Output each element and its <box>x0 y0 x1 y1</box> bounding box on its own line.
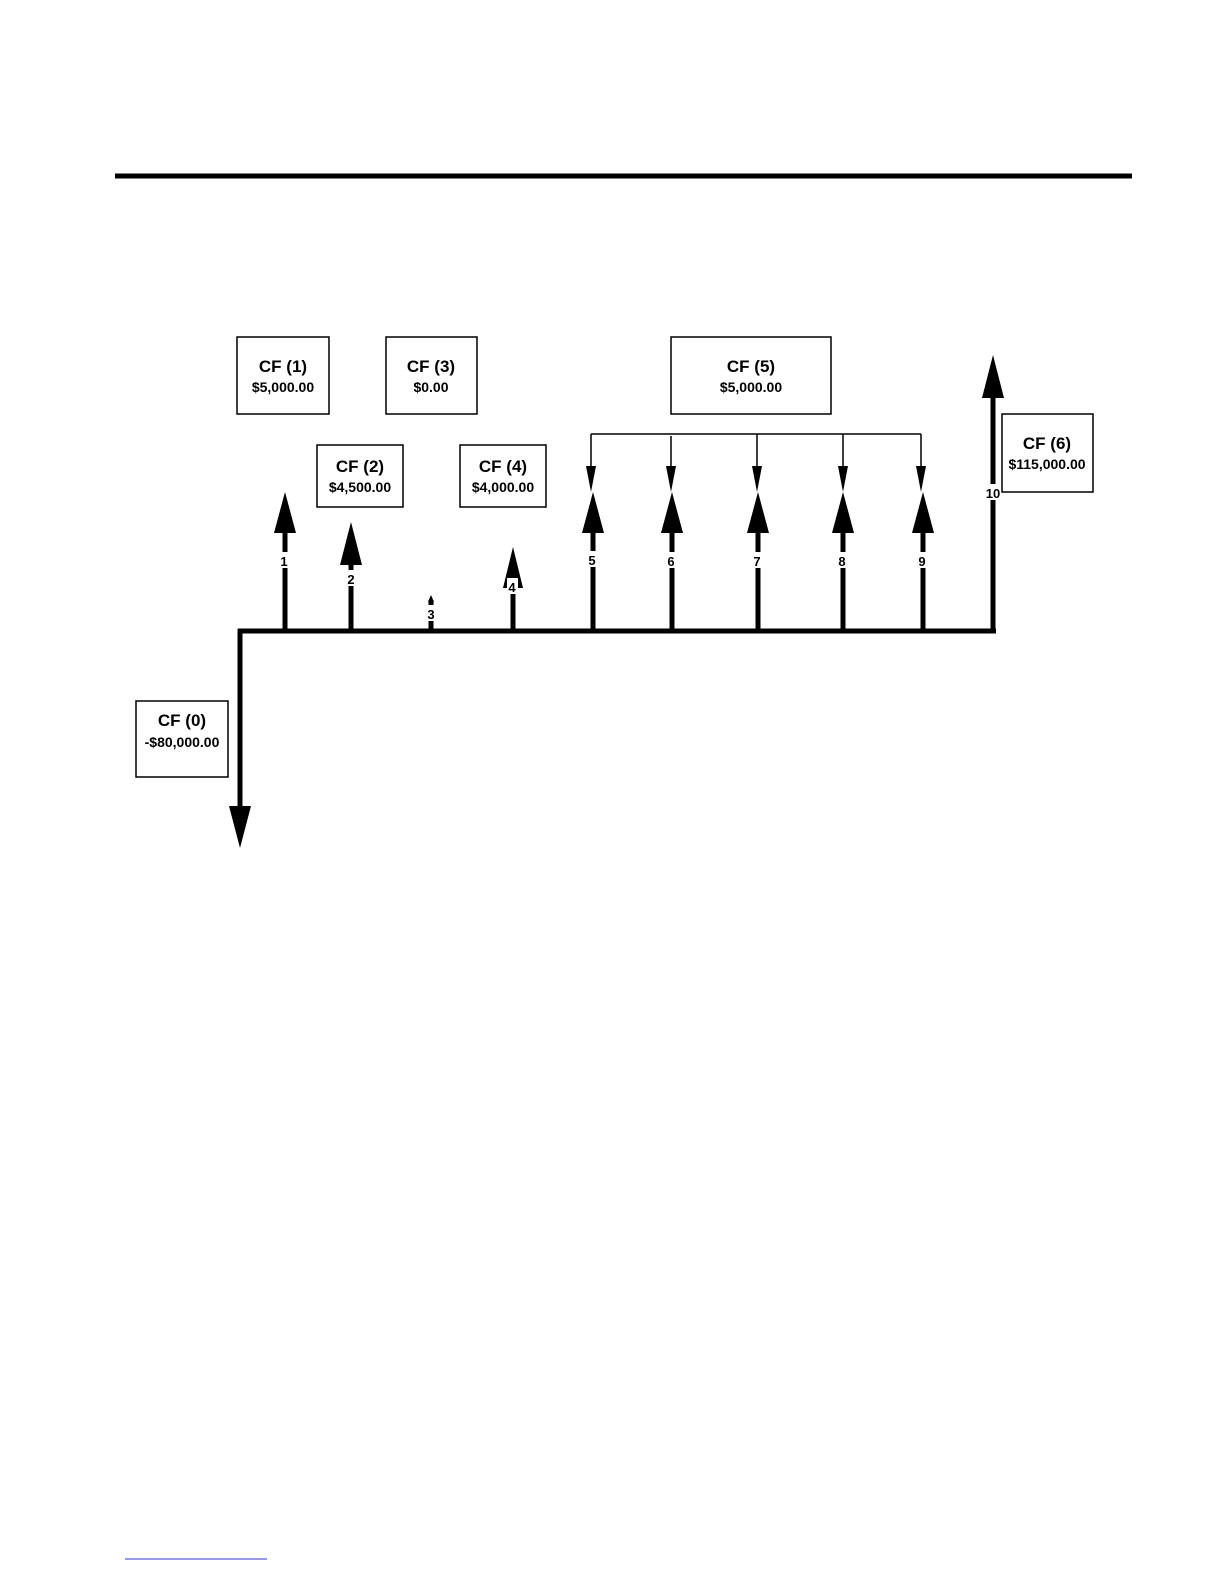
period-label-9: 9 <box>918 554 925 569</box>
cf-box-3-value: $0.00 <box>413 379 448 395</box>
cf0-arrow <box>229 629 251 848</box>
period-label-2: 2 <box>347 572 354 587</box>
cf-box-1: CF (1) $5,000.00 <box>237 337 329 414</box>
cf-box-1-value: $5,000.00 <box>252 379 314 395</box>
cf-box-3-label: CF (3) <box>407 357 455 376</box>
cf-box-0-label: CF (0) <box>158 711 206 730</box>
period-label-1: 1 <box>280 554 287 569</box>
cf-box-0-value: -$80,000.00 <box>145 734 220 750</box>
cf-box-1-label: CF (1) <box>259 357 307 376</box>
period-label-7: 7 <box>753 554 760 569</box>
period-label-8: 8 <box>838 554 845 569</box>
cf-box-6-value: $115,000.00 <box>1008 456 1085 472</box>
cf5-bracket <box>586 434 926 492</box>
period-label-6: 6 <box>667 554 674 569</box>
cf-box-2: CF (2) $4,500.00 <box>317 445 403 507</box>
cf-box-2-label: CF (2) <box>336 457 384 476</box>
period-label-3: 3 <box>427 607 434 622</box>
cf-box-5-value: $5,000.00 <box>720 379 782 395</box>
cf-box-6-label: CF (6) <box>1023 434 1071 453</box>
cf-box-0: CF (0) -$80,000.00 <box>136 701 228 777</box>
cf-box-4: CF (4) $4,000.00 <box>460 445 546 507</box>
cf-box-4-label: CF (4) <box>479 457 527 476</box>
cf-box-2-value: $4,500.00 <box>329 479 391 495</box>
cf-box-3: CF (3) $0.00 <box>386 337 477 414</box>
cf-box-4-value: $4,000.00 <box>472 479 534 495</box>
period-label-5: 5 <box>588 553 595 568</box>
cf-box-5-label: CF (5) <box>727 357 775 376</box>
cf-box-5: CF (5) $5,000.00 <box>671 337 831 414</box>
cf-box-6: CF (6) $115,000.00 <box>1002 414 1093 492</box>
period-label-10: 10 <box>986 486 1000 501</box>
period-label-4: 4 <box>508 580 516 595</box>
